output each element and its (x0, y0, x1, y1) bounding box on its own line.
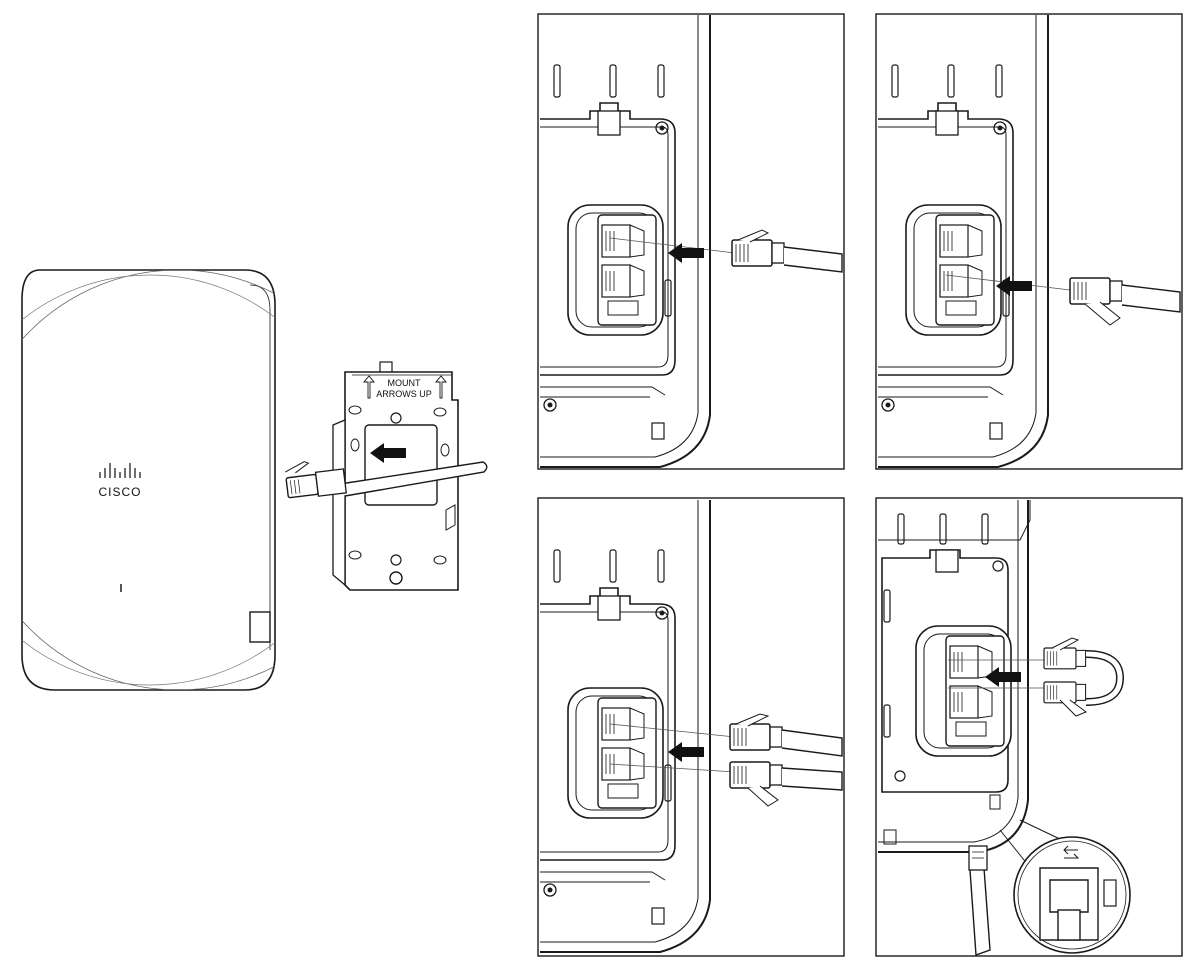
access-point-front: CISCO (21, 269, 276, 691)
svg-text:CISCO: CISCO (98, 485, 141, 499)
panel-single-cable-angled (877, 14, 1181, 468)
port-detail-callout (1013, 836, 1131, 954)
panel-dual-cable (539, 499, 843, 953)
panel-frame-3 (537, 497, 845, 957)
panel-frame-4 (875, 497, 1183, 957)
panel-frame-2 (875, 13, 1183, 470)
panel-frame-1 (537, 13, 845, 470)
svg-text:ARROWS UP: ARROWS UP (376, 389, 432, 399)
side-port (249, 611, 271, 643)
ethernet-cable (285, 461, 488, 499)
cisco-logo: CISCO (98, 463, 141, 499)
network-port-icon (1063, 845, 1080, 859)
panel-loopback-plug (878, 500, 1131, 956)
svg-text:MOUNT: MOUNT (388, 378, 421, 388)
panel-single-cable (539, 14, 843, 468)
